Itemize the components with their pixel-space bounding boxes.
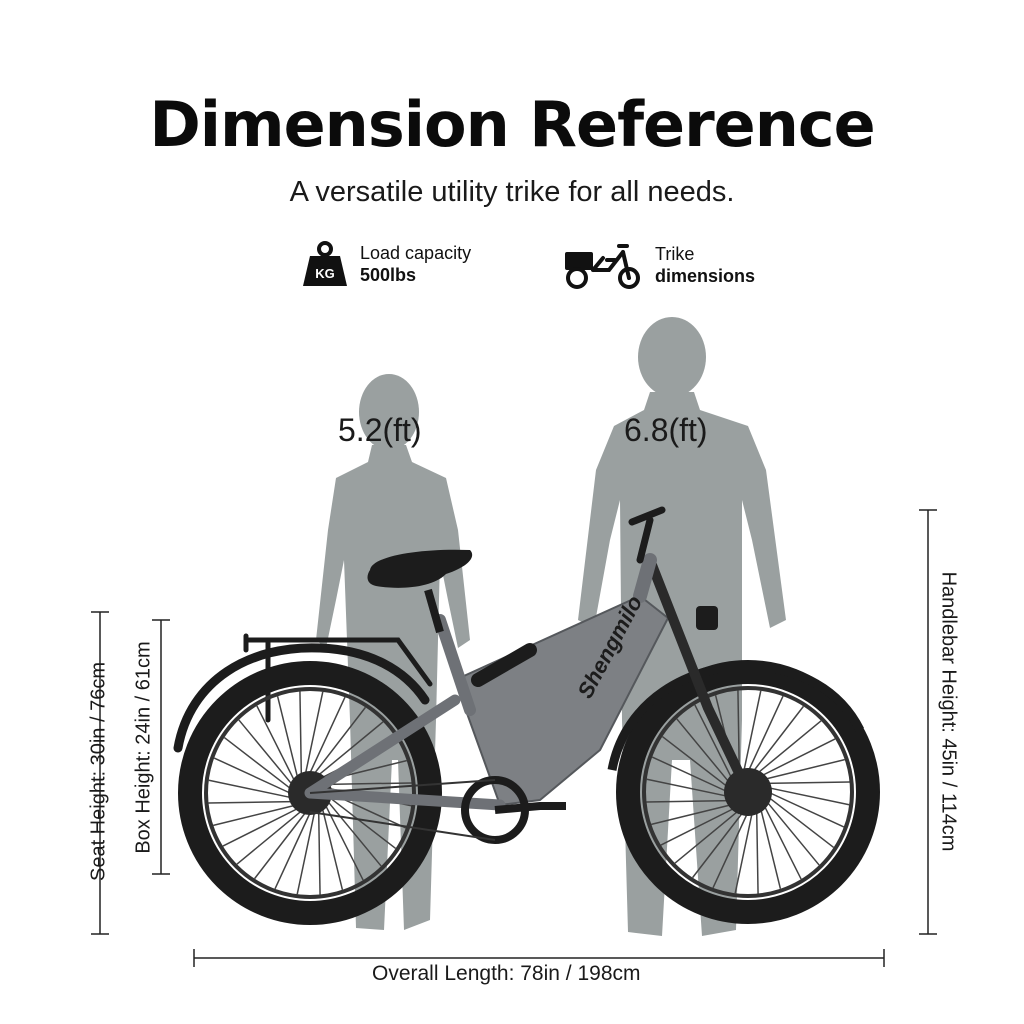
wheel-spoke <box>328 782 412 786</box>
wheel-spoke <box>763 758 845 781</box>
seat-height-label: Seat Height: 30in / 76cm <box>87 662 110 882</box>
wheel-spoke <box>676 718 731 784</box>
wheel-spoke <box>318 721 384 776</box>
wheel-spoke <box>317 811 321 895</box>
wheel-spoke <box>651 803 733 826</box>
man-height-label: 6.8(ft) <box>624 412 708 448</box>
wheel-spoke <box>329 796 397 850</box>
wheel-spoke <box>274 812 311 890</box>
wheel-spoke <box>766 781 850 785</box>
wheel-spoke <box>208 800 292 804</box>
box-height-line <box>152 619 170 875</box>
wheel-spoke <box>213 757 291 794</box>
box-height-label: Box Height: 24in / 61cm <box>132 641 155 854</box>
wheel-spoke <box>660 806 736 846</box>
wheel-spoke <box>674 809 740 864</box>
crankset <box>309 776 566 844</box>
wheel-spoke <box>651 756 729 793</box>
handlebar-height-label: Handlebar Height: 45in / 114cm <box>937 571 960 852</box>
page-title: Dimension Reference <box>149 88 875 161</box>
wheel-spoke <box>309 696 346 774</box>
feature-trike-dimensions: Trike dimensions <box>563 240 755 290</box>
woman-height-label: 5.2(ft) <box>338 412 422 448</box>
wheel-spoke <box>223 736 291 790</box>
wheel-spoke <box>756 720 822 775</box>
wheel-spoke <box>765 800 820 866</box>
handlebar-height-line <box>919 509 937 935</box>
front-wheel <box>616 660 880 924</box>
wheel-spoke <box>208 779 291 799</box>
wheel-spoke <box>296 812 316 895</box>
wheel-spoke <box>762 804 802 880</box>
wheel-spoke <box>734 811 754 894</box>
feature-load-capacity: KG Load capacity 500lbs <box>302 240 471 288</box>
feature-label: Trike <box>655 244 695 264</box>
wheel-spoke <box>760 738 836 778</box>
wheel-spoke <box>222 807 298 847</box>
wheel-spoke <box>767 786 850 806</box>
wheel-spoke <box>691 811 745 879</box>
wheel-spoke <box>712 811 749 889</box>
front-fender <box>607 661 865 771</box>
weight-kg-icon: KG <box>303 241 347 286</box>
wheel-spoke <box>299 691 303 775</box>
overall-length-label: Overall Length: 78in / 198cm <box>366 962 647 986</box>
feature-value: 500lbs <box>360 265 417 285</box>
wheel-spoke <box>213 804 295 827</box>
bike-seat <box>367 549 473 634</box>
wheel-spoke <box>646 778 729 798</box>
overall-length-line <box>193 949 885 967</box>
wheel-spoke <box>324 805 364 881</box>
wheel-spoke <box>755 810 759 894</box>
wheel-spoke <box>304 691 324 774</box>
wheel-spoke <box>238 719 293 785</box>
wheel-spoke <box>327 801 382 867</box>
bike-frame: Shengmilo <box>304 506 753 811</box>
page-subtitle: A versatile utility trike for all needs. <box>289 176 735 208</box>
feature-value: dimensions <box>655 266 756 286</box>
wheel-spoke <box>737 690 741 774</box>
feature-label: Load capacity <box>360 243 472 263</box>
weight-icon-text: KG <box>315 266 335 281</box>
wheel-spoke <box>767 791 845 828</box>
wheel-spoke <box>742 690 762 773</box>
seat-height-line <box>91 611 109 935</box>
wheel-spoke <box>767 795 835 849</box>
wheel-spoke <box>661 735 729 789</box>
wheel-spoke <box>253 812 307 880</box>
wheel-spoke <box>321 808 344 890</box>
wheel-spoke <box>236 810 302 865</box>
wheel-spoke <box>276 696 299 778</box>
wheel-spoke <box>313 706 367 774</box>
wheel-spoke <box>646 799 730 803</box>
trike-icon <box>565 244 640 289</box>
wheel-spoke <box>694 704 734 780</box>
wheel-spoke <box>751 705 805 773</box>
wheel-spoke <box>256 705 296 781</box>
wheel-spoke <box>759 807 782 889</box>
wheel-spoke <box>747 695 784 773</box>
